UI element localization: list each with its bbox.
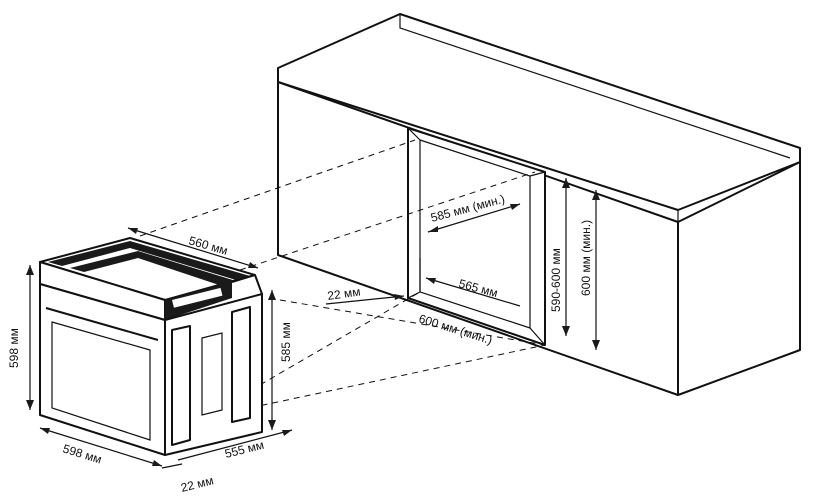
cabinet <box>277 13 801 396</box>
label-oven-body-depth: 555 мм <box>223 438 265 461</box>
oven <box>39 237 263 456</box>
label-oven-frame-depth: 22 мм <box>179 473 215 495</box>
oven-handle[interactable] <box>45 307 159 341</box>
oven-window <box>51 321 151 441</box>
oven-side-body <box>164 293 263 456</box>
cabinet-top-front <box>277 81 679 222</box>
label-cab-opening-height: 590-600 мм <box>549 248 563 312</box>
label-oven-front-height: 598 мм <box>7 328 21 368</box>
label-cab-gap: 22 мм <box>326 284 361 302</box>
cabinet-dimensions <box>325 178 600 350</box>
oven-dimensions <box>26 227 293 469</box>
cabinet-top-edge <box>399 14 791 159</box>
label-cab-height-min: 600 мм (мин.) <box>579 220 593 296</box>
label-oven-body-height: 585 мм <box>279 322 293 362</box>
label-oven-top-depth: 560 мм <box>187 233 229 257</box>
